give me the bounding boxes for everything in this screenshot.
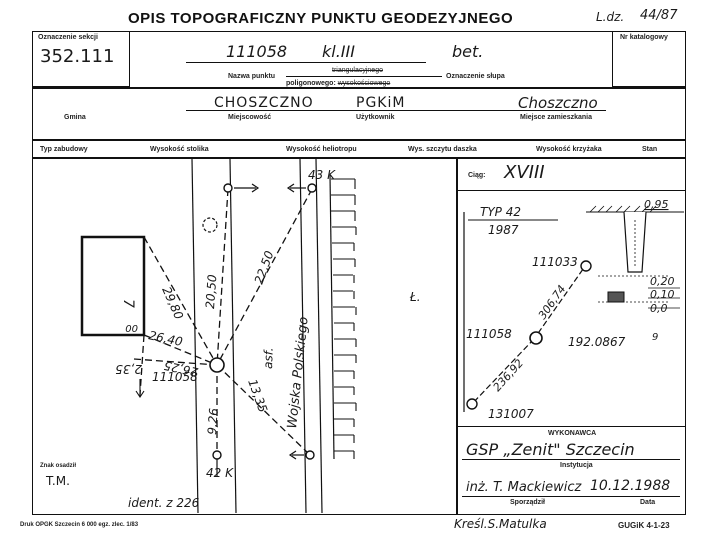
kreslil: Kreśl.S.Matulka — [454, 517, 547, 531]
miejsce-value: Choszczno — [518, 94, 598, 112]
point-number: 111058 — [226, 42, 288, 61]
date-value: 10.12.1988 — [590, 478, 671, 494]
ciag-divider — [456, 190, 686, 191]
location-sketch: 29,80 20,50 22,50 26,40 26,25 2,35 9,26 … — [80, 159, 421, 513]
building-number: 7 — [120, 299, 136, 308]
catalog-box — [612, 31, 686, 87]
point-class: kl.III — [322, 42, 355, 61]
col-typ: Typ zabudowy — [40, 146, 88, 153]
data-label: Data — [640, 499, 656, 506]
znak-label: Znak osadził — [40, 463, 77, 469]
section-label: Oznaczenie sekcji — [38, 34, 98, 41]
miejscowosc-label: Miejscowość — [228, 114, 272, 121]
author-value: inż. T. Mackiewicz — [466, 480, 582, 495]
dist-26-25: 26,25 — [163, 358, 200, 379]
sporzadzil-label: Sporządził — [510, 499, 546, 506]
dist-306-74: 306,74 — [536, 283, 569, 322]
monument-sketch: 0,95 0,20 0,10 0,0 TYP 42 1987 111033 11… — [463, 198, 684, 421]
section-value: 352.111 — [40, 46, 115, 67]
gmina-label: Gmina — [64, 114, 86, 121]
depth-3: 0,0 — [650, 302, 668, 315]
col-stan: Stan — [642, 146, 658, 153]
ciag-label: Ciąg: — [468, 172, 486, 179]
print-info: Druk OPGK Szczecin 6 000 egz. zlec. 1/83 — [20, 522, 139, 528]
row-line-3 — [32, 157, 686, 159]
angle-sup: 9 — [652, 332, 658, 343]
node-131007: 131007 — [488, 407, 534, 421]
post-label: Oznaczenie słupa — [446, 73, 505, 80]
row-line-1 — [32, 87, 686, 89]
wykonawca-label: WYKONAWCA — [548, 430, 597, 437]
dist-29-80: 29,80 — [159, 285, 186, 322]
uzytkownik-label: Użytkownik — [356, 114, 395, 121]
name-label: Nazwa punktu — [228, 73, 276, 80]
depth-top: 0,95 — [644, 198, 669, 211]
dist-26-40: 26,40 — [147, 328, 184, 349]
admin-underline — [186, 110, 606, 111]
dist-2-35: 2,35 — [115, 362, 142, 376]
post-type: bet. — [452, 42, 484, 61]
depth-1: 0,20 — [650, 275, 675, 288]
wykonawca-value: GSP „Zenit" Szczecin — [466, 440, 635, 459]
col-szczyt: Wys. szczytu daszka — [408, 146, 477, 153]
miejsce-label: Miejsce zamieszkania — [520, 114, 592, 121]
dist-236-92: 236,92 — [491, 357, 526, 394]
znak-value: T.M. — [46, 474, 70, 488]
typ-label: TYP 42 — [480, 205, 521, 219]
form-frame — [32, 31, 686, 515]
ref-43k: 43 K — [308, 168, 336, 182]
angle-value: 192.0867 — [568, 335, 626, 349]
col-krzyzak: Wysokość krzyżaka — [536, 146, 602, 153]
form-code: GUGiK 4-1-23 — [618, 521, 670, 530]
type-triangulation: triangulacyjnego — [332, 67, 383, 74]
sporzadzil-underline — [462, 496, 680, 497]
catalog-label: Nr katalogowy — [620, 34, 668, 41]
type-divider — [286, 76, 442, 77]
section-box — [32, 31, 130, 87]
wykonawca-divider — [456, 426, 686, 428]
node-111033: 111033 — [532, 255, 578, 269]
instytucja-label: Instytucja — [560, 462, 593, 469]
dist-22-50: 22,50 — [252, 249, 277, 286]
node-111058: 111058 — [466, 327, 512, 341]
ciag-value: XVIII — [504, 162, 545, 183]
year-label: 1987 — [488, 223, 519, 237]
type-polygon: poligonowego: wysokościowego — [286, 80, 391, 87]
road-surface: asf. — [261, 347, 276, 369]
right-panel-divider — [456, 157, 458, 515]
street-name: Wojska Polskiego — [285, 316, 312, 429]
dist-20-50: 20,50 — [203, 274, 219, 310]
ref-42k: 42 K — [206, 466, 234, 480]
col-heliotrop: Wysokość heliotropu — [286, 146, 357, 153]
ldz-label: L.dz. — [596, 10, 625, 24]
instytucja-underline — [462, 459, 680, 460]
ldz-value: 44/87 — [640, 8, 678, 23]
col-stolik: Wysokość stolika — [150, 146, 209, 153]
map-point-label: 111058 — [152, 370, 198, 384]
dist-9-26: 9,26 — [205, 407, 221, 435]
miejscowosc-value: CHOSZCZNO — [214, 95, 314, 111]
ident-note: ident. z 226 — [128, 496, 200, 510]
name-underline — [186, 62, 426, 63]
side-mark: Ł. — [409, 290, 421, 304]
row-line-2 — [32, 139, 686, 141]
uzytkownik-value: PGKiM — [356, 95, 406, 111]
form-title: OPIS TOPOGRAFICZNY PUNKTU GEODEZYJNEGO — [128, 10, 514, 27]
building-corner: 00 — [125, 322, 138, 333]
depth-2: 0,10 — [650, 288, 675, 301]
